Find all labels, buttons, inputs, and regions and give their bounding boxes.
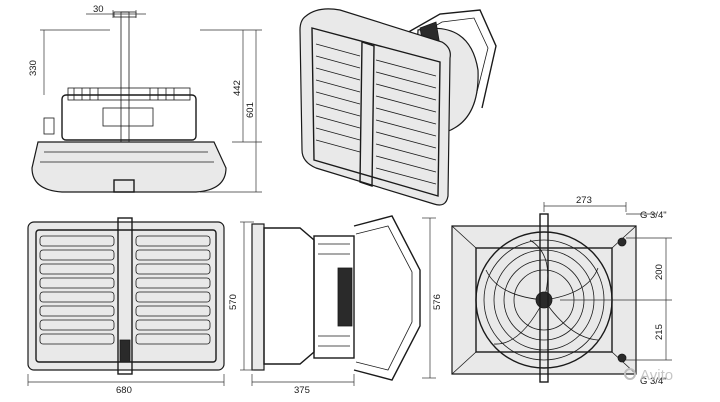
dim-back-width: 273 [576, 195, 592, 206]
dim-side-depth: 375 [294, 385, 310, 396]
bolt [617, 353, 627, 363]
motor-label-plate [102, 107, 154, 127]
iso-center-divider [359, 41, 375, 187]
iso-front-frame [299, 8, 451, 206]
front-frame [27, 221, 225, 371]
motor-housing [61, 94, 197, 141]
mount-bracket-top [113, 11, 137, 18]
dim-back-lower: 215 [654, 324, 665, 340]
dim-front-width: 680 [116, 385, 132, 396]
fan-hub [535, 291, 553, 309]
side-fan-guard [313, 235, 355, 359]
watermark-logo-icon [624, 368, 636, 380]
isometric-view [299, 8, 497, 206]
watermark-text: Avito [640, 367, 673, 384]
side-elevation-view: 30 330 442 601 [28, 4, 262, 193]
side-front-frame [251, 223, 265, 371]
heater-body [31, 141, 227, 193]
pipe-label-bottom: G 3/4" [640, 376, 667, 387]
side-connector [43, 117, 55, 135]
side-bracket [353, 215, 421, 381]
dim-side-total: 576 [432, 294, 443, 310]
dim-total-height: 601 [245, 102, 256, 118]
side-body [263, 227, 315, 365]
bottom-outlet [113, 179, 135, 193]
front-center-bar [117, 217, 133, 375]
dim-back-upper: 200 [654, 264, 665, 280]
side-motor [337, 267, 353, 327]
front-louvers [39, 235, 211, 345]
back-view: 273 G 3/4" 200 215 G 3/4" [451, 195, 672, 387]
front-view: 680 [27, 217, 225, 396]
iso-bracket [397, 9, 497, 109]
side-view: 570 576 375 [228, 215, 443, 396]
dim-body-height: 442 [232, 80, 243, 96]
pipe-label-top: G 3/4" [640, 210, 667, 221]
avito-watermark: Avito [624, 367, 673, 384]
dim-top-offset: 30 [93, 4, 104, 15]
dim-side-height: 570 [228, 294, 239, 310]
mount-bracket [120, 11, 130, 153]
motor-fins [67, 87, 191, 101]
dim-mount-height: 330 [28, 60, 39, 76]
bolt [617, 237, 627, 247]
back-center-bar [539, 213, 549, 383]
